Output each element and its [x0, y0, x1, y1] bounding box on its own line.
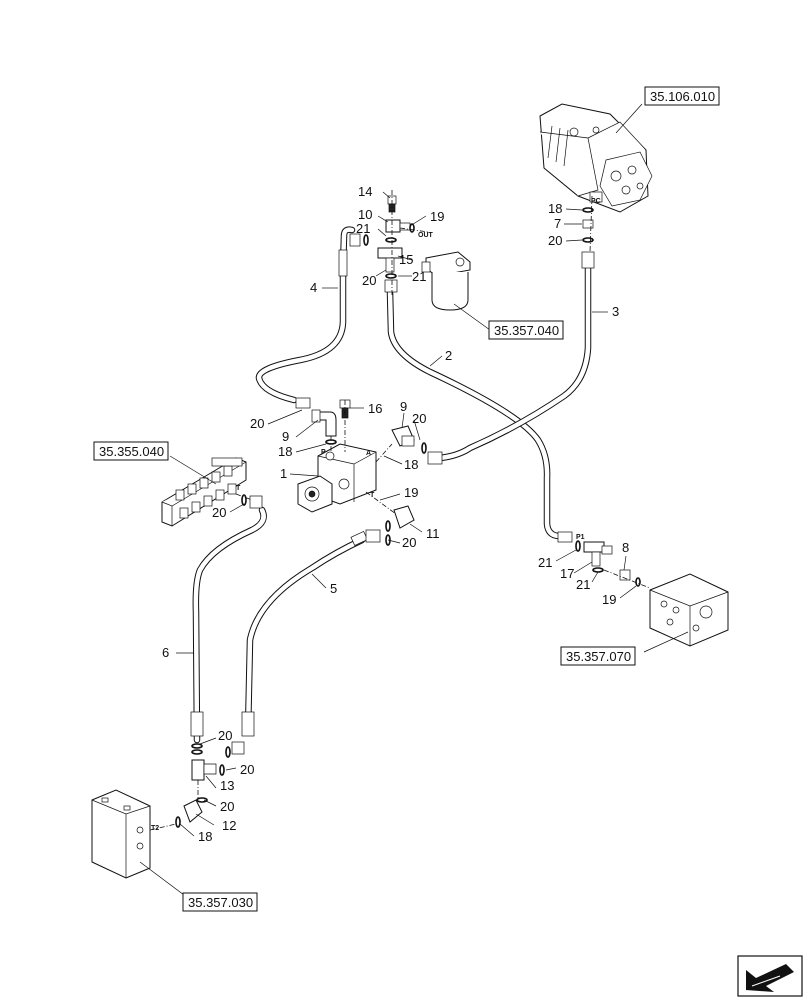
port-out: OUT [418, 232, 434, 239]
callout-21: 21 [538, 555, 552, 570]
port-pc: PC [591, 198, 601, 205]
port-t-manifold: T [236, 485, 241, 492]
callout-21: 21 [576, 577, 590, 592]
callout-20: 20 [362, 273, 376, 288]
callout-12: 12 [222, 818, 236, 833]
callout-20: 20 [212, 505, 226, 520]
callout-18: 18 [198, 829, 212, 844]
priority-valve [297, 443, 377, 513]
control-block [161, 457, 247, 527]
ref-valve-block-35-357-070[interactable]: 35.357.070 [560, 646, 636, 666]
callout-11: 11 [426, 526, 440, 541]
callout-9: 9 [282, 429, 289, 444]
callout-20: 20 [402, 535, 416, 550]
svg-text:35.106.010: 35.106.010 [650, 89, 715, 104]
callout-15: 15 [399, 252, 413, 267]
callout-2: 2 [445, 348, 452, 363]
callout-20: 20 [548, 233, 562, 248]
callout-21: 21 [412, 269, 426, 284]
return-filter [421, 251, 471, 311]
hydraulic-pump [539, 103, 653, 213]
port-a: A [366, 450, 371, 457]
callout-19: 19 [430, 209, 444, 224]
callout-20: 20 [218, 728, 232, 743]
port-labels: PC OUT P A T T P1 T2 [151, 198, 601, 832]
elbow-fitting-9-left [295, 397, 337, 445]
svg-text:35.357.040: 35.357.040 [494, 323, 559, 338]
ref-pump-35-106-010[interactable]: 35.106.010 [644, 86, 720, 106]
callout-20: 20 [240, 762, 254, 777]
svg-text:35.357.030: 35.357.030 [188, 895, 253, 910]
callout-5: 5 [330, 581, 337, 596]
callout-21: 21 [356, 221, 370, 236]
tee-fitting-10 [385, 219, 411, 233]
tee-fitting-15 [377, 247, 403, 273]
callout-1: 1 [280, 466, 287, 481]
port-p: P [321, 449, 326, 456]
arrow-navigation-icon[interactable] [737, 955, 803, 997]
fitting-7 [582, 207, 594, 243]
manifold-fitting [241, 494, 263, 509]
callouts: 14 10 21 19 15 21 20 18 7 20 4 2 3 1 20 … [162, 184, 629, 844]
callout-leaders [176, 191, 637, 837]
hose-5 [241, 530, 368, 737]
elbow-fitting-11 [365, 505, 415, 546]
callout-3: 3 [612, 304, 619, 319]
callout-20: 20 [412, 411, 426, 426]
callout-18: 18 [404, 457, 418, 472]
right-valve-block [649, 573, 729, 647]
port-t2: T2 [151, 825, 159, 832]
fitting-8 [619, 569, 641, 587]
callout-8: 8 [622, 540, 629, 555]
callout-16: 16 [368, 401, 382, 416]
tank-block [91, 789, 151, 879]
callout-18: 18 [548, 201, 562, 216]
callout-4: 4 [310, 280, 317, 295]
callout-19: 19 [602, 592, 616, 607]
tee-fitting-17 [557, 531, 613, 573]
ref-tank-block-35-357-030[interactable]: 35.357.030 [182, 892, 258, 912]
lower-fittings [175, 741, 245, 828]
callout-6: 6 [162, 645, 169, 660]
ref-filter-35-357-040[interactable]: 35.357.040 [488, 320, 564, 340]
elbow-fitting-9-right [391, 425, 443, 465]
callout-19: 19 [404, 485, 418, 500]
hose-4 [255, 226, 356, 404]
callout-17: 17 [560, 566, 574, 581]
callout-14: 14 [358, 184, 372, 199]
hose-6 [190, 506, 267, 744]
callout-18: 18 [278, 444, 292, 459]
callout-10: 10 [358, 207, 372, 222]
svg-text:35.355.040: 35.355.040 [99, 444, 164, 459]
hose-2 [386, 288, 562, 540]
callout-9: 9 [400, 399, 407, 414]
callout-7: 7 [554, 216, 561, 231]
callout-20: 20 [250, 416, 264, 431]
port-t-valve: T [370, 492, 375, 499]
hose-3 [436, 251, 595, 462]
ref-control-block-35-355-040[interactable]: 35.355.040 [93, 441, 169, 461]
callout-13: 13 [220, 778, 234, 793]
callout-20: 20 [220, 799, 234, 814]
svg-text:35.357.070: 35.357.070 [566, 649, 631, 664]
port-p1: P1 [576, 534, 585, 541]
fitting-stack-top [349, 223, 415, 293]
